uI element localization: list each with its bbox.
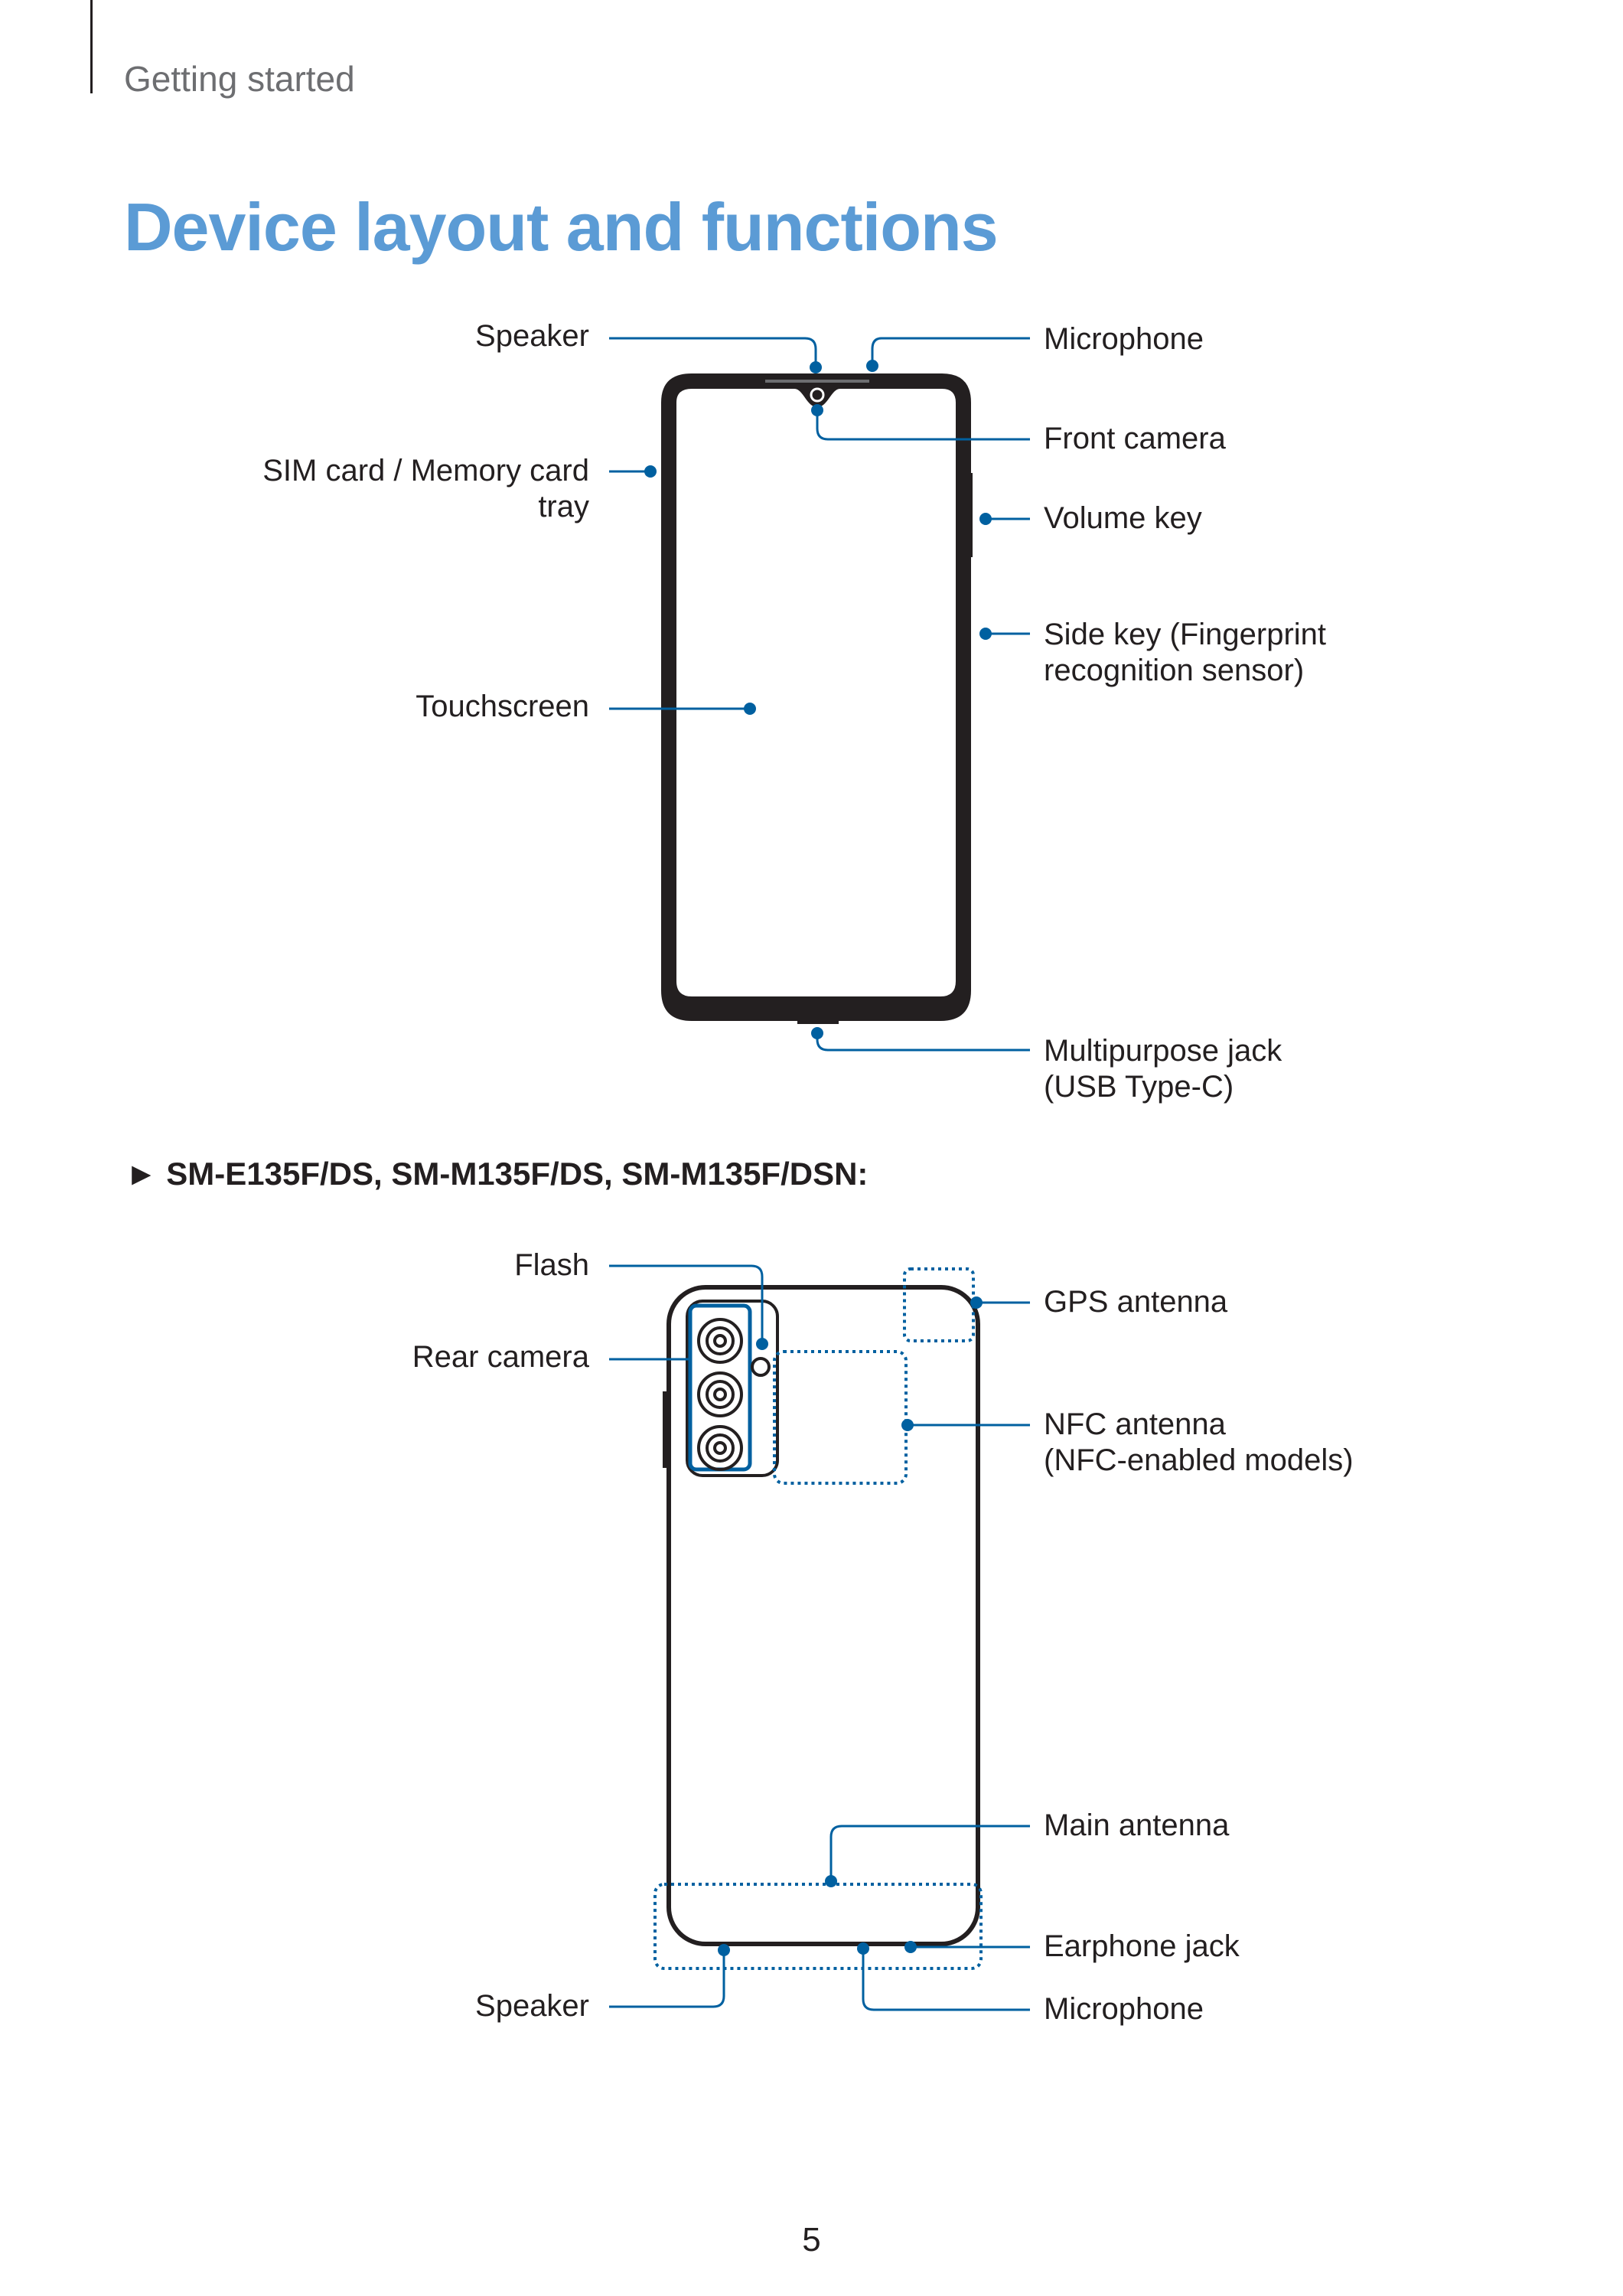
label-speaker-front: Speaker bbox=[475, 319, 589, 353]
camera-lenses bbox=[697, 1318, 743, 1471]
label-volume-key: Volume key bbox=[1044, 501, 1202, 535]
label-multipurpose-line1: Multipurpose jack bbox=[1044, 1034, 1282, 1068]
flash-lens bbox=[751, 1357, 771, 1377]
label-microphone-front: Microphone bbox=[1044, 322, 1204, 356]
page-number: 5 bbox=[802, 2221, 821, 2258]
label-sim-tray-line2: tray bbox=[538, 490, 589, 523]
label-multipurpose-line2: (USB Type-C) bbox=[1044, 1070, 1234, 1104]
label-earphone-jack: Earphone jack bbox=[1044, 1929, 1240, 1963]
front-camera-lens bbox=[810, 387, 825, 403]
model-arrow-icon: ► bbox=[125, 1156, 158, 1192]
label-nfc-line2: (NFC-enabled models) bbox=[1044, 1443, 1354, 1477]
section-header: Getting started bbox=[124, 59, 355, 99]
label-sim-tray-line1: SIM card / Memory card bbox=[262, 454, 589, 488]
back-body-outline bbox=[666, 1285, 980, 1946]
label-touchscreen: Touchscreen bbox=[416, 690, 589, 723]
label-gps-antenna: GPS antenna bbox=[1044, 1285, 1228, 1319]
model-heading: ► SM-E135F/DS, SM-M135F/DS, SM-M135F/DSN… bbox=[125, 1156, 868, 1192]
label-main-antenna: Main antenna bbox=[1044, 1808, 1230, 1842]
front-bezel bbox=[661, 373, 971, 1021]
camera-module bbox=[686, 1300, 779, 1477]
front-callout-lines bbox=[609, 337, 1030, 1052]
label-side-key-line1: Side key (Fingerprint bbox=[1044, 618, 1327, 651]
label-front-camera: Front camera bbox=[1044, 422, 1226, 455]
back-device-illustration bbox=[663, 1285, 980, 1946]
antenna-zones bbox=[653, 1267, 983, 1970]
front-device-illustration bbox=[661, 373, 973, 1024]
label-rear-camera: Rear camera bbox=[412, 1340, 589, 1374]
back-callout-lines bbox=[609, 1264, 1030, 2011]
label-speaker-back: Speaker bbox=[475, 1989, 589, 2023]
back-callout-dots bbox=[718, 1296, 983, 1956]
label-flash: Flash bbox=[514, 1248, 589, 1282]
front-callout-dots bbox=[644, 360, 992, 1039]
usb-port bbox=[797, 1021, 839, 1024]
earpiece-slot bbox=[765, 380, 869, 383]
model-list: SM-E135F/DS, SM-M135F/DS, SM-M135F/DSN: bbox=[166, 1156, 869, 1192]
label-side-key-line2: recognition sensor) bbox=[1044, 654, 1305, 687]
header-rule bbox=[90, 0, 93, 93]
back-side-button bbox=[663, 1391, 669, 1468]
label-nfc-line1: NFC antenna bbox=[1044, 1407, 1226, 1441]
label-microphone-back: Microphone bbox=[1044, 1992, 1204, 2026]
page-title: Device layout and functions bbox=[124, 189, 999, 265]
